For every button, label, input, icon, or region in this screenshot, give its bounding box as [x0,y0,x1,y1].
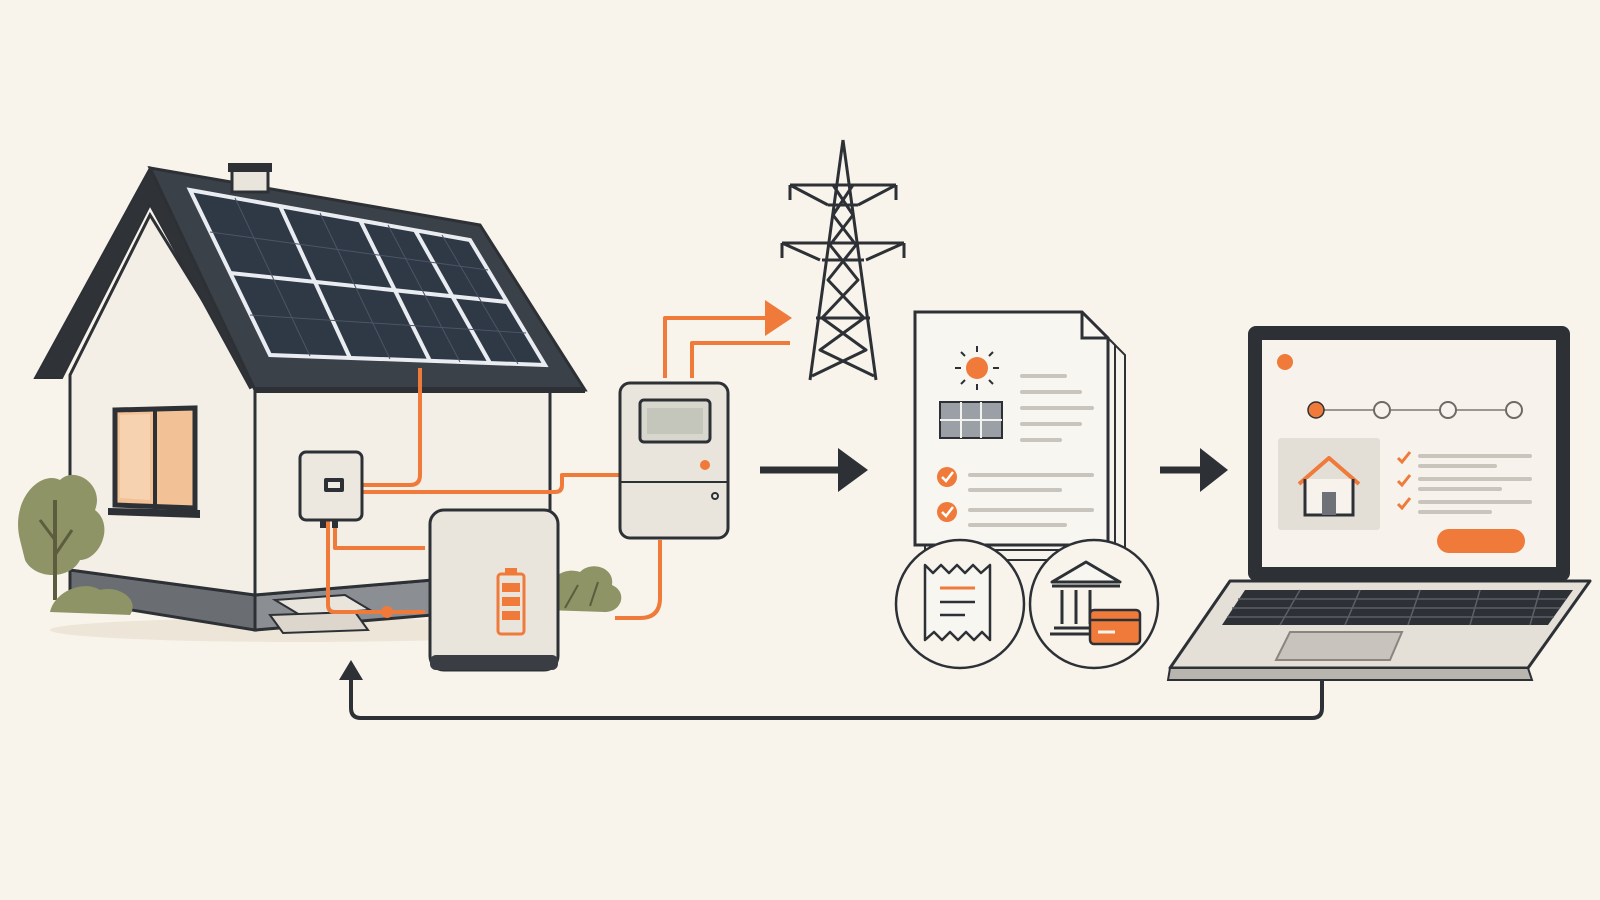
checklist [1396,451,1532,514]
checkmark-icon [937,502,957,522]
receipt-icon [894,538,1026,670]
house-window [108,405,200,518]
solar-application-document-icon [913,310,1126,561]
transmission-tower-icon [780,139,906,381]
grid-export-arrow [765,300,792,336]
flow-arrow-document-to-laptop [1160,448,1228,492]
inverter-icon [298,450,364,528]
tree-icon [18,474,133,615]
solar-panel-array [186,187,549,368]
checkmark-icon [937,467,957,487]
flow-arrow-meter-to-document [760,448,868,492]
electric-meter-icon [618,381,730,540]
shrub-icon [544,566,622,612]
house-with-solar-panels-icon [33,163,588,642]
orange-cables [326,316,790,620]
sun-icon [955,346,999,390]
cable-connector [381,606,393,618]
home-battery-icon [428,508,560,672]
return-arrow-laptop-to-house [339,660,1324,720]
bank-and-card-icon [1028,538,1160,670]
laptop-portal-icon [1166,326,1592,681]
